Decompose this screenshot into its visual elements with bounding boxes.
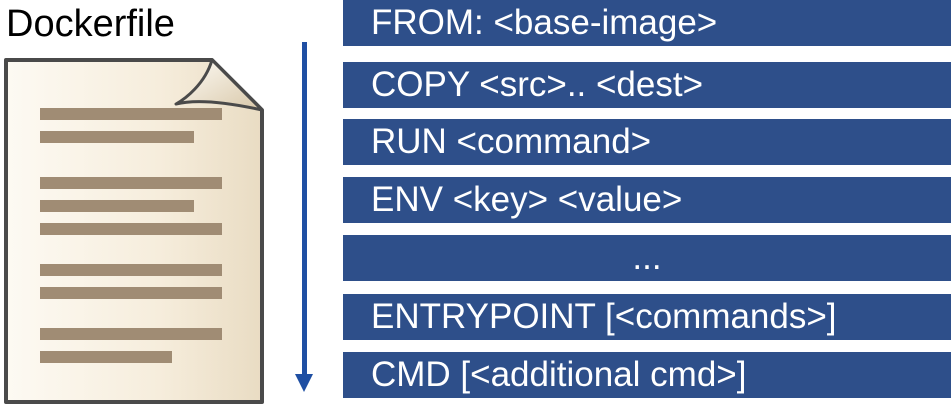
step-run: RUN <command> bbox=[343, 119, 951, 165]
diagram-title: Dockerfile bbox=[6, 3, 175, 45]
document-line bbox=[40, 177, 222, 189]
document-line bbox=[40, 264, 222, 276]
document-line bbox=[40, 223, 222, 235]
document-line bbox=[40, 108, 222, 120]
document-line bbox=[40, 328, 222, 340]
step-cmd: CMD [<additional cmd>] bbox=[343, 352, 951, 398]
arrow-down-icon bbox=[295, 42, 313, 392]
document-icon bbox=[4, 58, 264, 404]
instruction-list: FROM: <base-image> COPY <src>.. <dest> R… bbox=[343, 0, 951, 405]
step-env: ENV <key> <value> bbox=[343, 177, 951, 223]
document-line bbox=[40, 287, 222, 299]
step-copy: COPY <src>.. <dest> bbox=[343, 62, 951, 108]
step-from: FROM: <base-image> bbox=[343, 0, 951, 46]
step-ellipsis: ... bbox=[343, 235, 951, 281]
document-line bbox=[40, 351, 172, 363]
document-line bbox=[40, 200, 194, 212]
document-line bbox=[40, 131, 194, 143]
step-entrypoint: ENTRYPOINT [<commands>] bbox=[343, 294, 951, 340]
